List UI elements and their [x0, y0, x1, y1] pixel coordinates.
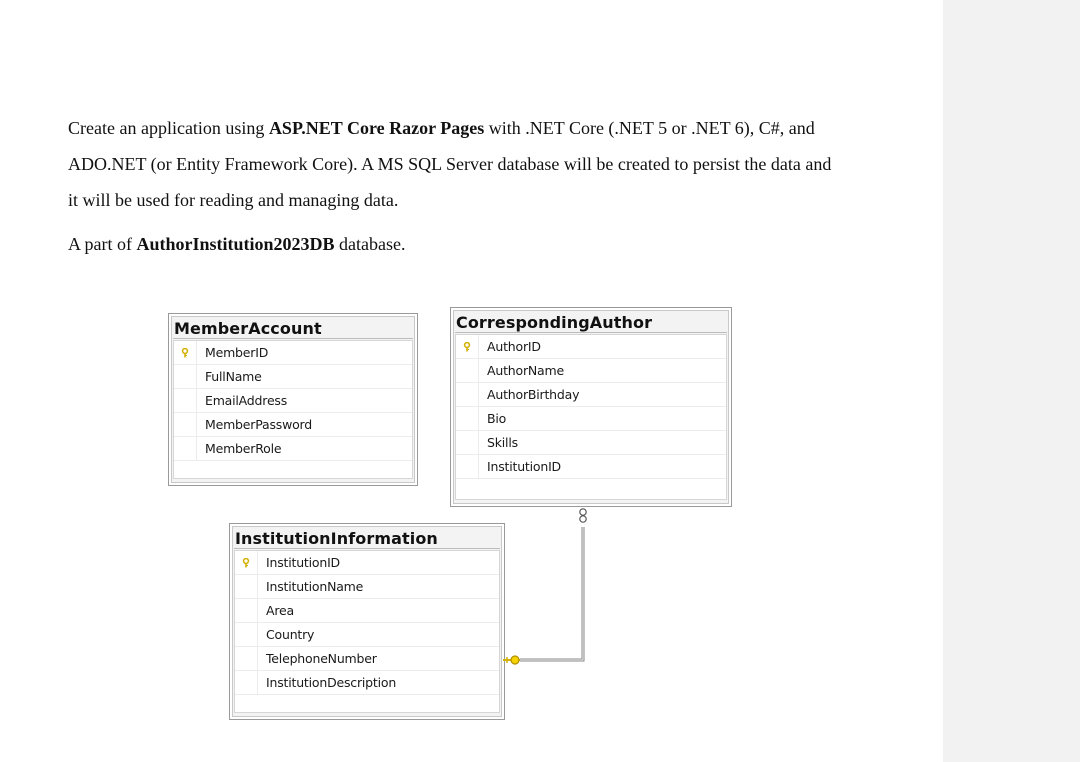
- one-key-icon: [503, 655, 520, 665]
- key-cell: [235, 599, 258, 622]
- key-cell: [174, 413, 197, 436]
- column-row[interactable]: FullName: [174, 365, 412, 389]
- key-cell: [174, 365, 197, 388]
- paragraph-bold-text: ASP.NET Core Razor Pages: [268, 118, 485, 138]
- column-name: MemberPassword: [205, 417, 313, 432]
- comment-margin-pane: [943, 0, 1080, 762]
- column-row[interactable]: AuthorID: [456, 335, 726, 359]
- column-row[interactable]: MemberID: [174, 341, 412, 365]
- column-list: AuthorID AuthorName AuthorBirthday Bio S…: [455, 334, 727, 500]
- table-title: CorrespondingAuthor: [456, 313, 653, 332]
- table-title: InstitutionInformation: [235, 529, 438, 548]
- key-cell: [174, 341, 197, 364]
- key-cell: [456, 407, 479, 430]
- column-list: InstitutionID InstitutionName Area Count…: [234, 550, 500, 713]
- key-cell: [174, 437, 197, 460]
- column-row[interactable]: Bio: [456, 407, 726, 431]
- paragraph-text: database.: [334, 234, 406, 254]
- table-member-account[interactable]: MemberAccount MemberID FullName EmailAdd…: [168, 313, 418, 486]
- column-name: AuthorID: [487, 339, 541, 354]
- title-divider: [455, 332, 727, 333]
- column-name: MemberID: [205, 345, 269, 360]
- column-row[interactable]: InstitutionDescription: [235, 671, 499, 695]
- column-name: InstitutionID: [266, 555, 340, 570]
- primary-key-icon: [242, 557, 250, 567]
- column-row[interactable]: EmailAddress: [174, 389, 412, 413]
- column-name: InstitutionID: [487, 459, 561, 474]
- paragraph-text: Create an application using: [68, 118, 269, 138]
- title-divider: [234, 548, 500, 549]
- title-divider: [173, 338, 413, 339]
- key-cell: [456, 455, 479, 478]
- column-name: InstitutionDescription: [266, 675, 397, 690]
- key-cell: [235, 551, 258, 574]
- key-cell: [456, 359, 479, 382]
- column-row[interactable]: InstitutionID: [456, 455, 726, 479]
- column-name: Skills: [487, 435, 518, 450]
- paragraph-bold-text: AuthorInstitution2023DB: [136, 234, 335, 254]
- column-list: MemberID FullName EmailAddress MemberPas…: [173, 340, 413, 479]
- column-row[interactable]: Area: [235, 599, 499, 623]
- key-cell: [456, 431, 479, 454]
- column-row[interactable]: InstitutionID: [235, 551, 499, 575]
- column-name: InstitutionName: [266, 579, 364, 594]
- table-title: MemberAccount: [174, 319, 322, 338]
- key-cell: [235, 623, 258, 646]
- table-corresponding-author[interactable]: CorrespondingAuthor AuthorID AuthorName …: [450, 307, 732, 507]
- many-infinity-icon: [579, 508, 587, 523]
- key-cell: [235, 575, 258, 598]
- column-row[interactable]: Skills: [456, 431, 726, 455]
- paragraph-requirements: Create an application using ASP.NET Core…: [68, 110, 838, 218]
- column-name: EmailAddress: [205, 393, 288, 408]
- connector-line: [520, 527, 585, 662]
- key-cell: [456, 383, 479, 406]
- column-row[interactable]: AuthorBirthday: [456, 383, 726, 407]
- key-cell: [235, 671, 258, 694]
- column-name: FullName: [205, 369, 262, 384]
- document-body: Create an application using ASP.NET Core…: [68, 110, 838, 262]
- column-name: Area: [266, 603, 294, 618]
- column-row[interactable]: MemberRole: [174, 437, 412, 461]
- primary-key-icon: [181, 347, 189, 357]
- key-cell: [456, 335, 479, 358]
- primary-key-icon: [463, 341, 471, 351]
- column-name: Bio: [487, 411, 507, 426]
- table-institution-information[interactable]: InstitutionInformation InstitutionID Ins…: [229, 523, 505, 720]
- key-cell: [235, 647, 258, 670]
- column-name: Country: [266, 627, 315, 642]
- column-row[interactable]: MemberPassword: [174, 413, 412, 437]
- column-name: AuthorName: [487, 363, 564, 378]
- column-row[interactable]: AuthorName: [456, 359, 726, 383]
- paragraph-database: A part of AuthorInstitution2023DB databa…: [68, 226, 838, 262]
- column-name: MemberRole: [205, 441, 282, 456]
- paragraph-text: A part of: [68, 234, 137, 254]
- paragraph-text: with .NET Core (.NET 5 or .NET 6), C#, a…: [68, 118, 832, 210]
- column-row[interactable]: InstitutionName: [235, 575, 499, 599]
- column-row[interactable]: TelephoneNumber: [235, 647, 499, 671]
- key-cell: [174, 389, 197, 412]
- column-row[interactable]: Country: [235, 623, 499, 647]
- column-name: AuthorBirthday: [487, 387, 580, 402]
- column-name: TelephoneNumber: [266, 651, 377, 666]
